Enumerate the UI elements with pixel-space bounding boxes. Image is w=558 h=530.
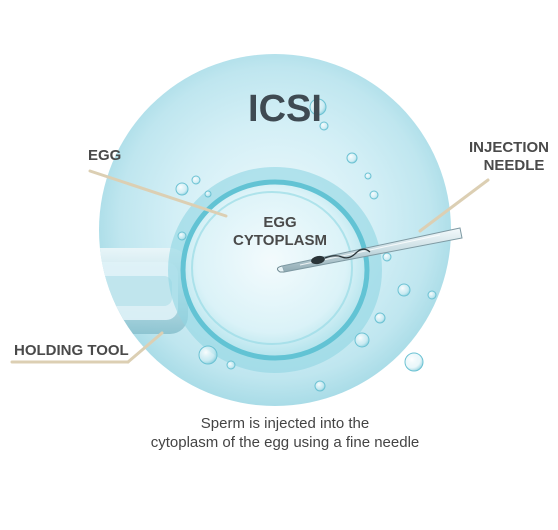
sperm-icon bbox=[311, 248, 371, 265]
caption-line2: cytoplasm of the egg using a fine needle bbox=[151, 434, 420, 451]
label-cytoplasm-line2: CYTOPLASM bbox=[233, 232, 327, 249]
label-egg: EGG bbox=[88, 147, 121, 164]
egg-membrane bbox=[180, 179, 370, 361]
label-needle-line1: INJECTION bbox=[469, 139, 549, 156]
label-cytoplasm-line1: EGG bbox=[263, 214, 296, 231]
bubble-icon bbox=[404, 290, 437, 372]
egg-zona bbox=[168, 167, 382, 373]
egg-inner-ring bbox=[191, 191, 353, 345]
label-holding-tool: HOLDING TOOL bbox=[14, 342, 129, 359]
leader-line-needle bbox=[418, 178, 490, 233]
diagram-title: ICSI bbox=[248, 88, 322, 130]
label-needle-line2: NEEDLE bbox=[484, 157, 545, 174]
leader-line-holding-tool-diag bbox=[126, 331, 164, 364]
caption-line1: Sperm is injected into the bbox=[201, 415, 369, 432]
leader-lines bbox=[10, 169, 490, 364]
leader-line-egg bbox=[88, 169, 228, 218]
